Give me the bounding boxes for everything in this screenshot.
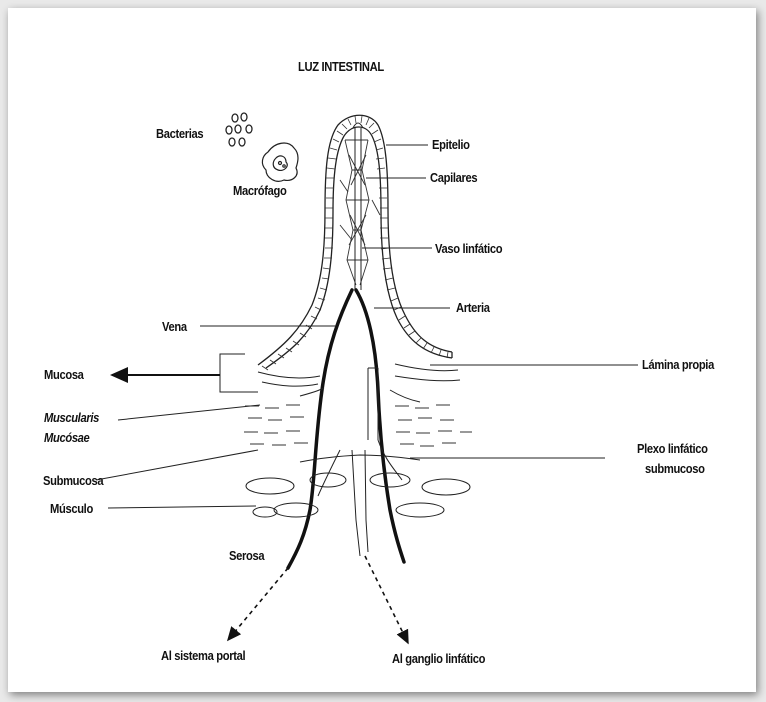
label-macrofago: Macrófago	[233, 183, 286, 198]
label-capilares: Capilares	[430, 170, 477, 185]
label-bacterias: Bacterias	[156, 126, 203, 141]
label-epitelio: Epitelio	[432, 137, 470, 152]
muscularis-mucosae-layer	[244, 405, 472, 446]
lamina-propia-layer	[258, 364, 460, 402]
label-arteria: Arteria	[456, 300, 490, 315]
portal-dashed-arrow	[228, 568, 288, 640]
lymph-dashed-arrow	[365, 556, 408, 643]
label-submucoso: submucoso	[645, 461, 705, 476]
diagram-title: LUZ INTESTINAL	[298, 59, 384, 74]
label-vaso-linfatico: Vaso linfático	[435, 241, 502, 256]
capillary-network	[340, 140, 380, 285]
label-sistema-portal: Al sistema portal	[161, 648, 245, 663]
label-ganglio-linfatico: Al ganglio linfático	[392, 651, 485, 666]
label-muscularis: Muscularis	[44, 410, 99, 425]
label-musculo: Músculo	[50, 501, 93, 516]
label-lamina-propia: Lámina propia	[642, 357, 714, 372]
label-plexo-linfatico: Plexo linfático	[637, 441, 708, 456]
bacteria-cluster	[226, 113, 252, 146]
label-vena: Vena	[162, 319, 187, 334]
label-mucosae: Mucósae	[44, 430, 89, 445]
central-lacteal	[353, 123, 363, 290]
blood-vessels	[288, 290, 404, 568]
label-submucosa: Submucosa	[43, 473, 103, 488]
label-mucosa: Mucosa	[44, 367, 84, 382]
macrophage	[262, 143, 298, 181]
muscle-layer	[246, 473, 470, 517]
label-serosa: Serosa	[229, 548, 264, 563]
